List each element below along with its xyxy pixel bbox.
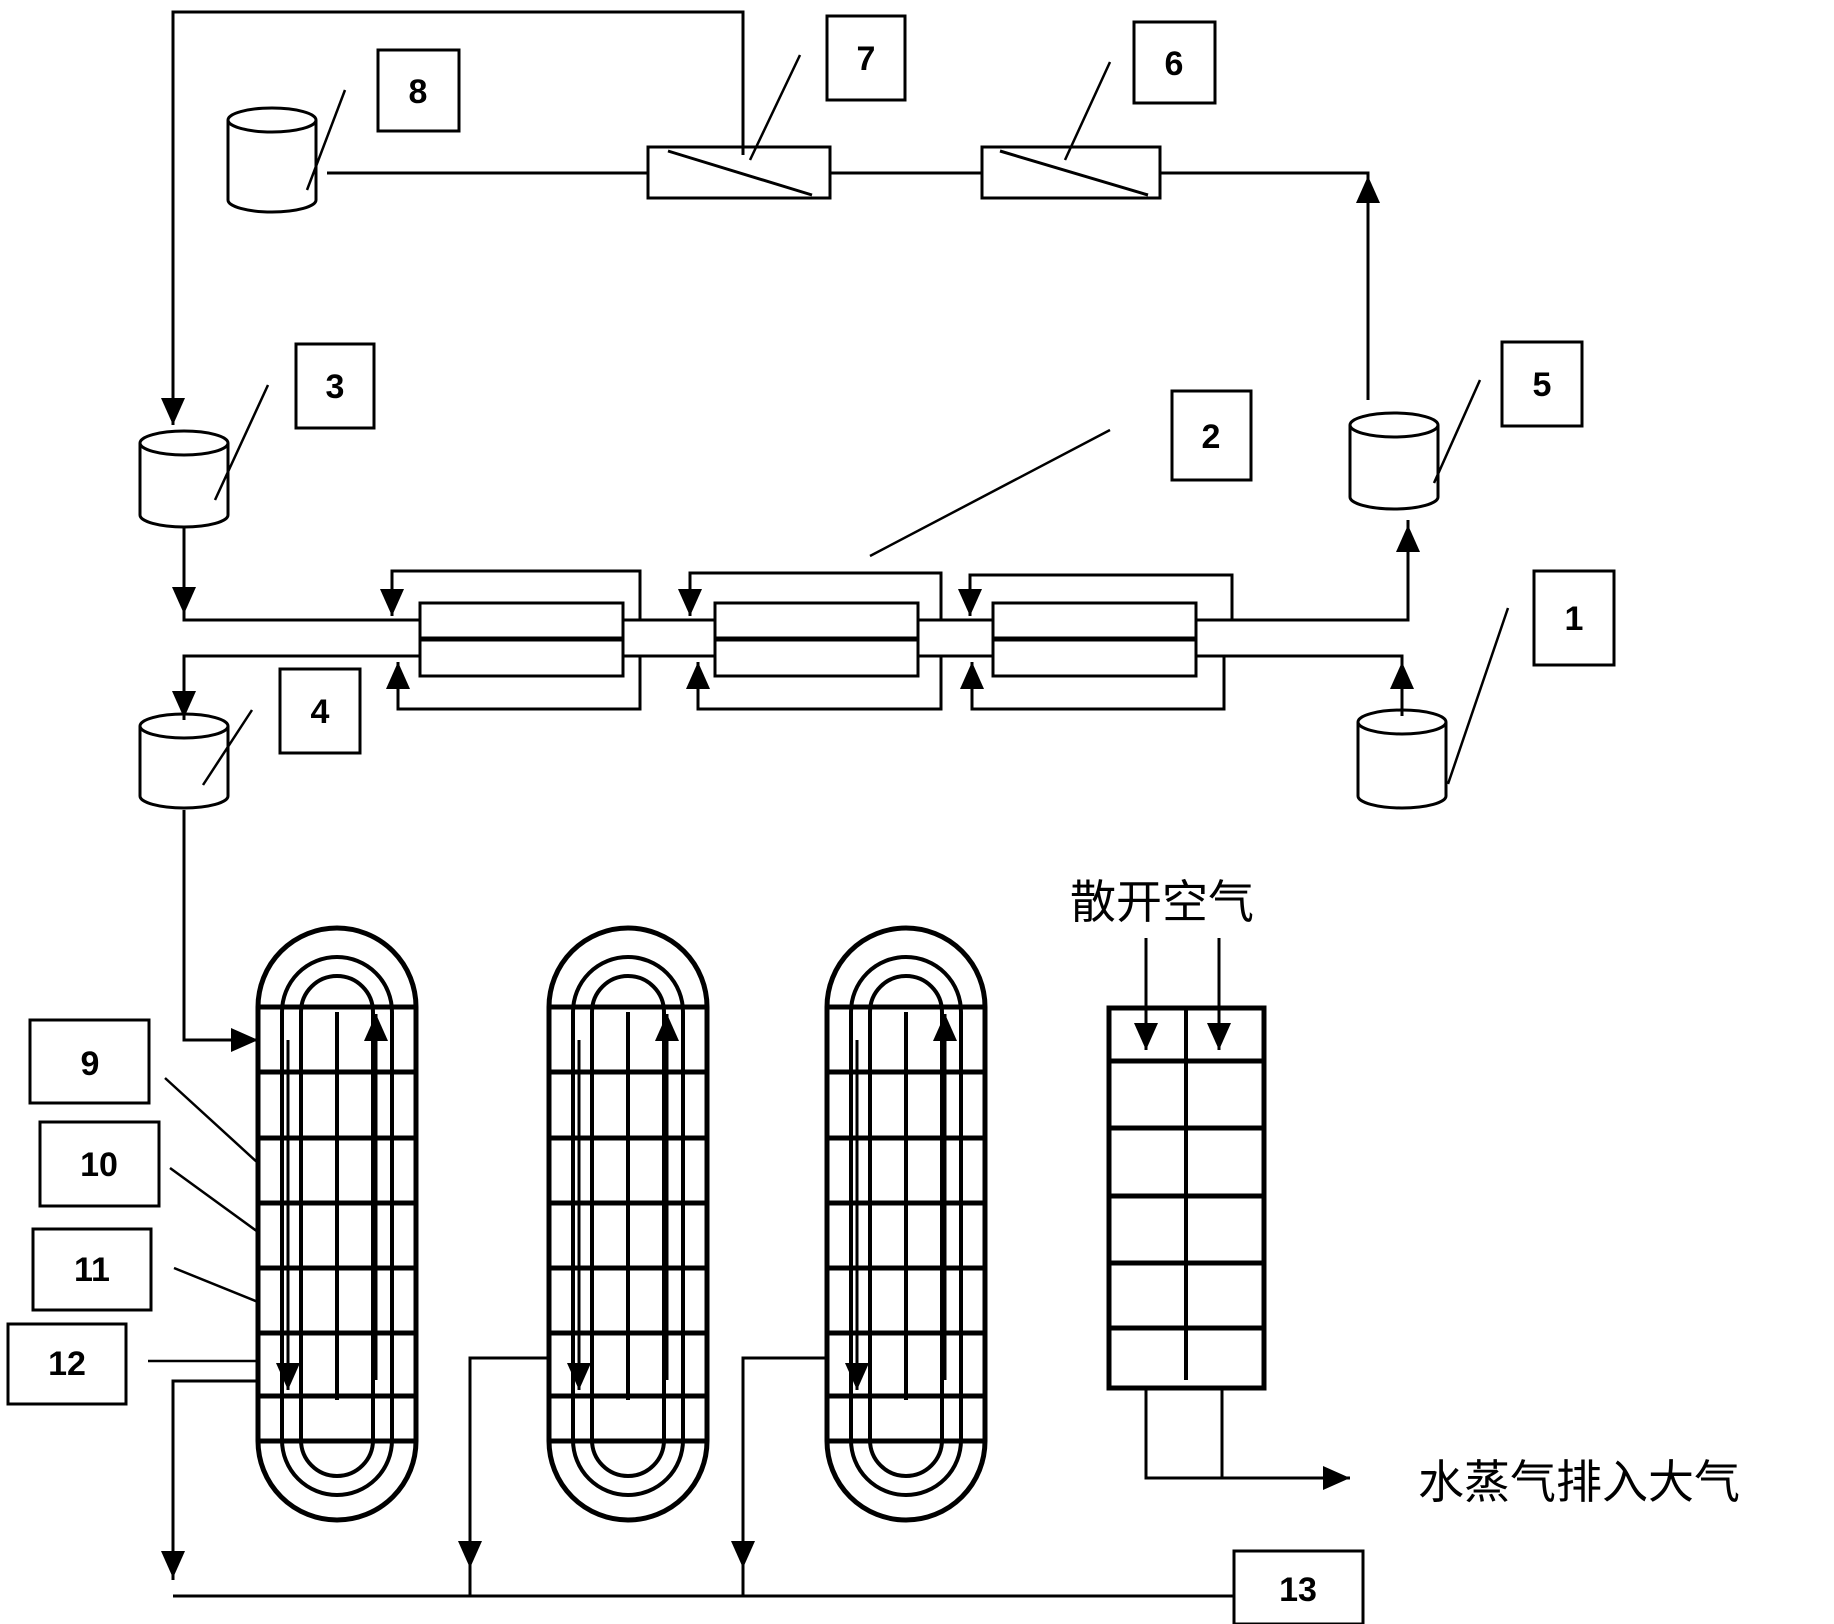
tank-4	[138, 712, 230, 810]
label-6: 6	[1165, 45, 1184, 83]
label-9: 9	[81, 1045, 100, 1083]
reactor-flow-arrows	[276, 1014, 957, 1390]
leader-lines	[148, 54, 1510, 1363]
caption-air-in: 散开空气	[1070, 875, 1254, 929]
reactor-grids	[258, 1004, 985, 1444]
label-1: 1	[1565, 600, 1584, 638]
top-loop-lines	[161, 10, 1380, 425]
reactor-2	[546, 925, 710, 1523]
filter-7	[646, 145, 832, 200]
cooling-tower	[1106, 938, 1350, 1490]
feed-line-tank4	[182, 810, 258, 1042]
label-11: 11	[74, 1251, 110, 1289]
tank-5	[1348, 411, 1440, 511]
membrane-module-row	[172, 520, 1420, 720]
collector-line	[161, 1356, 1234, 1598]
tank-3	[138, 429, 230, 529]
label-10: 10	[80, 1146, 118, 1184]
filter-6	[980, 145, 1162, 200]
reactor-3	[824, 925, 988, 1523]
label-texts: 8 7 6 3 2 5 1 4 9 10 11 12 13	[48, 40, 1583, 1609]
label-7: 7	[857, 40, 876, 78]
label-3: 3	[326, 368, 345, 406]
label-8: 8	[409, 73, 428, 111]
tank-1	[1356, 708, 1448, 810]
label-boxes	[6, 14, 1616, 1624]
reactor-1	[255, 925, 419, 1523]
tank-8	[226, 106, 318, 214]
label-4: 4	[311, 693, 330, 731]
label-2: 2	[1202, 418, 1221, 456]
label-12: 12	[48, 1345, 86, 1383]
label-5: 5	[1533, 366, 1552, 404]
label-13: 13	[1279, 1571, 1317, 1609]
caption-vapor-out: 水蒸气排入大气	[1418, 1455, 1740, 1509]
